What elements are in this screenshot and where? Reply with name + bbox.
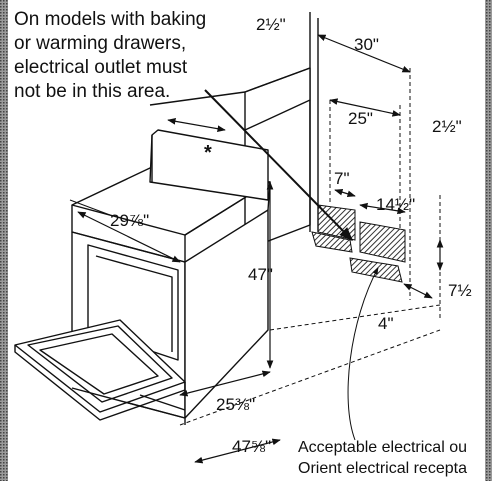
dim-side-gap: 2½" bbox=[432, 117, 462, 136]
backguard bbox=[149, 129, 269, 201]
outlet-zones bbox=[311, 204, 406, 283]
left-border bbox=[0, 0, 8, 481]
dim-range-width: 29⅞" bbox=[110, 211, 150, 230]
counter-top bbox=[149, 67, 311, 106]
dim-cabinet-width: 30" bbox=[354, 35, 379, 54]
dim-outlet-depth: 7½ bbox=[448, 281, 472, 300]
right-border bbox=[485, 0, 492, 481]
caption-leader-arrow bbox=[347, 267, 379, 441]
caption-line-1: Acceptable electrical ou bbox=[298, 439, 467, 456]
dim-door-open-depth: 47⅝" bbox=[232, 437, 272, 456]
upper-cabinet-front bbox=[244, 67, 311, 131]
caption-line-2: Orient electrical recepta bbox=[298, 460, 467, 477]
dim-top-gap: 2½" bbox=[256, 15, 286, 34]
dim-outlet-left: 7" bbox=[334, 169, 350, 188]
dim-outlet-height: 14½" bbox=[376, 195, 416, 214]
dim-outlet-span: 25" bbox=[348, 109, 373, 128]
marker-asterisk: * bbox=[204, 142, 212, 164]
dim-range-height: 47" bbox=[248, 265, 273, 284]
dim-range-depth: 25⅜" bbox=[216, 395, 256, 414]
note-text: On models with baking or warming drawers… bbox=[14, 9, 207, 102]
dim-outlet-offset: 4" bbox=[378, 314, 394, 333]
range-side bbox=[184, 209, 269, 419]
note-leader-arrow bbox=[204, 89, 353, 241]
